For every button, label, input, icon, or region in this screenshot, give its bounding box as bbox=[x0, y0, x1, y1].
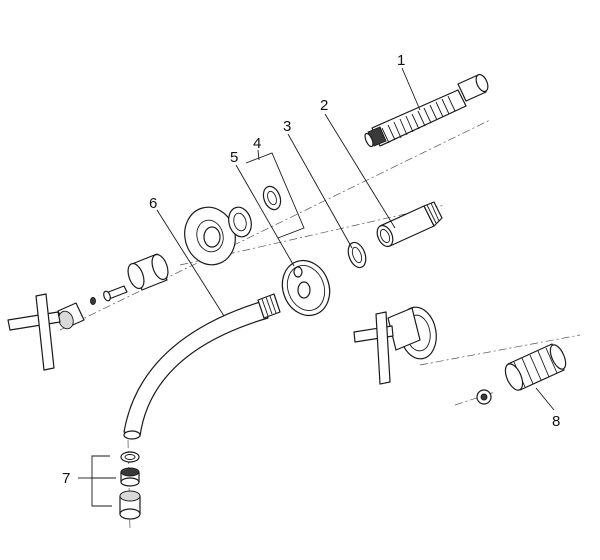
adapter-back-end bbox=[549, 344, 567, 370]
callout-2: 2 bbox=[320, 97, 328, 114]
spindle-cap-end bbox=[475, 73, 489, 93]
aerator-seal-ring bbox=[120, 451, 140, 463]
left-cross-handle bbox=[7, 293, 85, 371]
screw-head bbox=[103, 290, 111, 302]
adapter-ring-part bbox=[245, 152, 305, 239]
screw-washer bbox=[90, 297, 96, 305]
left-washer bbox=[228, 206, 252, 238]
sleeve-part bbox=[376, 201, 443, 248]
leader-4 bbox=[257, 149, 260, 161]
splined-adapter-part bbox=[476, 343, 567, 405]
spout-outlet bbox=[123, 430, 141, 440]
spout-part bbox=[123, 293, 281, 440]
leader-6 bbox=[156, 209, 225, 317]
adapter-front-end bbox=[504, 363, 524, 391]
o-ring-part bbox=[347, 241, 367, 269]
left-escutcheon bbox=[184, 206, 236, 266]
aerator-set-part bbox=[91, 451, 141, 520]
left-washer-outer bbox=[228, 206, 252, 238]
leader-1 bbox=[401, 67, 421, 111]
left-sleeve bbox=[127, 253, 169, 291]
left-escutcheon-hole bbox=[203, 226, 221, 248]
spout-body bbox=[123, 301, 269, 437]
spindle-ribs bbox=[381, 95, 456, 144]
left-screw bbox=[90, 285, 128, 305]
callout-labels: 1 2 3 4 5 6 7 8 bbox=[62, 52, 560, 487]
handle-arm-vertical bbox=[35, 293, 55, 371]
adapter-ring-outer bbox=[262, 185, 282, 211]
callout-5: 5 bbox=[230, 149, 238, 166]
aerator-bracket bbox=[91, 455, 112, 507]
callout-4: 4 bbox=[253, 135, 261, 152]
o-ring-outer bbox=[347, 241, 367, 269]
callout-6: 6 bbox=[149, 195, 157, 212]
callout-1: 1 bbox=[397, 52, 405, 69]
escutcheon-part bbox=[281, 259, 331, 317]
leader-5 bbox=[235, 164, 295, 267]
left-sleeve-end bbox=[151, 253, 169, 281]
spindle-tip-end bbox=[364, 132, 374, 148]
axis-middle bbox=[179, 204, 446, 266]
left-sleeve-front bbox=[127, 262, 145, 290]
callout-3: 3 bbox=[283, 118, 291, 135]
handle-arm-left bbox=[7, 311, 61, 331]
right-handle-hub bbox=[387, 307, 421, 351]
axis-right-lower bbox=[419, 334, 581, 366]
leader-lines bbox=[78, 67, 555, 479]
escutcheon-hole-center bbox=[297, 281, 311, 299]
leader-3 bbox=[287, 133, 353, 249]
right-handle-arm-vertical bbox=[375, 311, 391, 385]
leader-8 bbox=[535, 387, 555, 411]
assembly-axes bbox=[59, 119, 581, 531]
aerator-housing-top bbox=[119, 490, 141, 502]
right-cross-handle bbox=[353, 306, 437, 385]
callout-7: 7 bbox=[62, 470, 70, 487]
callout-8: 8 bbox=[552, 413, 560, 430]
spindle-part bbox=[364, 73, 489, 148]
aerator-insert-top bbox=[120, 467, 140, 477]
leader-2 bbox=[324, 113, 396, 229]
escutcheon-hole-upper bbox=[293, 266, 303, 278]
